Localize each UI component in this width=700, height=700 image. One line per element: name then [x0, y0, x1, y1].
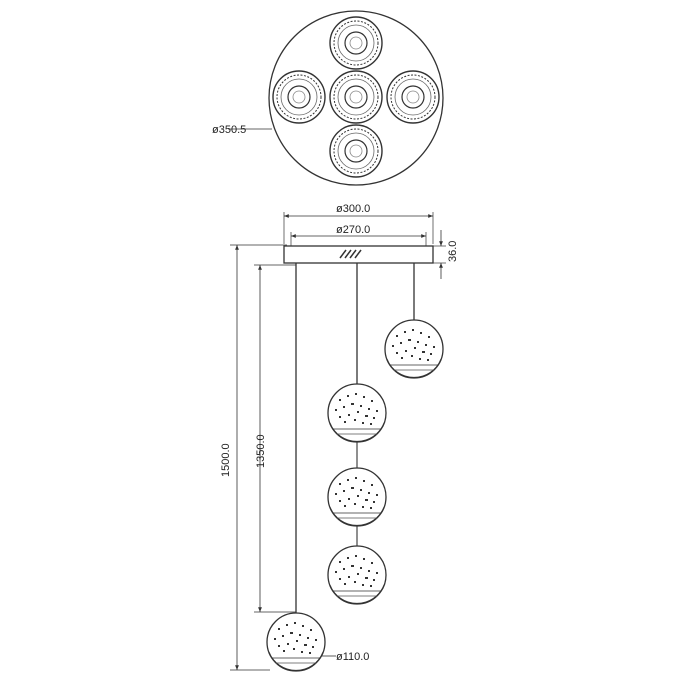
globe-pendant-1 [384, 319, 444, 379]
drop-min-label: 1350.0 [255, 434, 267, 468]
top-view: ø350.5 [212, 10, 444, 186]
canopy-diameter-label: ø300.0 [336, 203, 370, 215]
top-view-light-left [272, 70, 326, 124]
top-view-light-top [329, 16, 383, 70]
globe-diameter-label: ø110.0 [336, 651, 369, 663]
drop-max-label: 1500.0 [220, 443, 232, 477]
top-view-light-center [329, 70, 383, 124]
top-view-light-right [386, 70, 440, 124]
plate-diameter-label: ø350.5 [212, 124, 246, 136]
globe-pendant-4 [327, 545, 387, 605]
globe-pendant-3 [327, 467, 387, 527]
canopy-height-label: 36.0 [447, 241, 459, 262]
side-view: ø300.0 ø270.0 36.0 1500.0 [220, 203, 459, 672]
top-view-plate-outline [268, 10, 444, 186]
globe-pendant-2 [327, 383, 387, 443]
globe-pendant-5 [266, 612, 326, 672]
top-view-light-bottom [329, 124, 383, 178]
canopy-inner-diameter-label: ø270.0 [336, 224, 370, 236]
